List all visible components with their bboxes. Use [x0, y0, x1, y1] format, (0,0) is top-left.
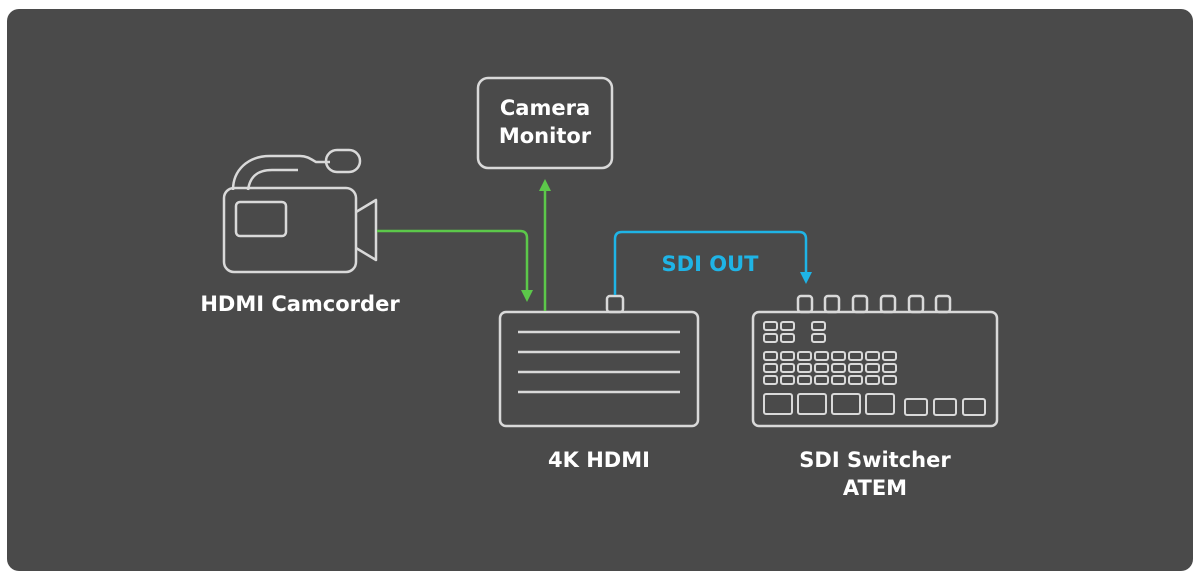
switcher-small-buttons	[763, 321, 897, 385]
camera-monitor-label: Camera Monitor	[478, 94, 612, 150]
switcher-label-line1: SDI Switcher	[799, 448, 951, 472]
camera-monitor-box	[476, 76, 614, 170]
camera-monitor-label-line1: Camera	[499, 96, 591, 120]
sdi-out-arrowhead	[800, 272, 812, 284]
switcher-panel-icon	[751, 294, 999, 428]
sdi-out-label: SDI OUT	[661, 252, 759, 276]
sdi-out-connection	[613, 230, 808, 295]
camcorder-label: HDMI Camcorder	[200, 292, 400, 316]
switcher-connectors	[796, 294, 952, 314]
hdmi-monitor-arrowhead	[539, 179, 551, 191]
switcher-label: SDI Switcher ATEM	[753, 446, 997, 502]
converter-box-icon	[498, 294, 700, 428]
converter-label: 4K HDMI	[548, 448, 650, 472]
camera-monitor-label-line2: Monitor	[498, 124, 592, 148]
switcher-label-line2: ATEM	[842, 476, 908, 500]
video-camera-icon	[222, 148, 378, 274]
hdmi-in-arrowhead	[521, 290, 533, 302]
switcher-large-buttons	[763, 393, 986, 416]
diagram-background	[7, 9, 1193, 571]
hdmi-in-connection	[377, 229, 529, 293]
